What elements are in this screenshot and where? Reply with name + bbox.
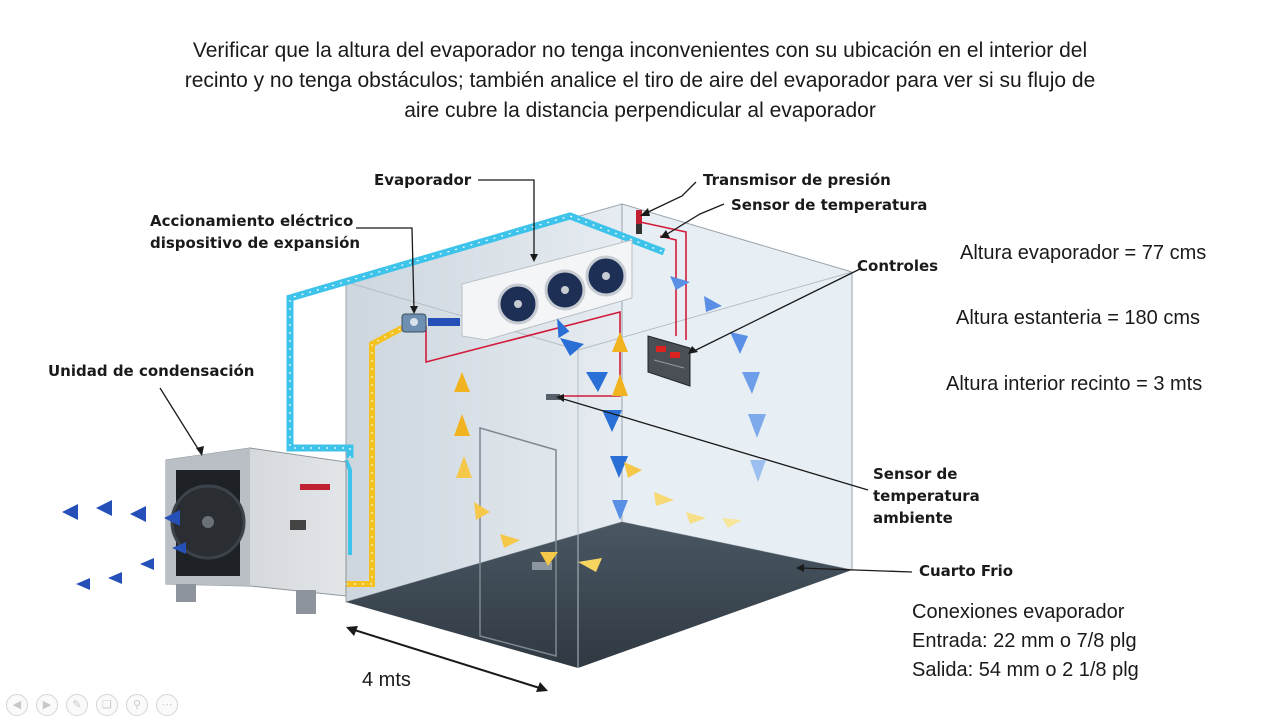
cold-air-arrow [557,318,570,339]
zoom-icon[interactable]: ⚲ [126,694,148,716]
exhaust-air-arrow [76,578,90,590]
note-altura-interior: Altura interior recinto = 3 mts [946,373,1203,395]
controller-box [647,335,691,387]
connections-entrada: Entrada: 22 mm o 7/8 plg [912,630,1137,652]
label-accionamiento-1: Accionamiento eléctrico [150,212,353,230]
note-altura-estanteria: Altura estanteria = 180 cms [956,307,1201,329]
connections-title: Conexiones evaporador [912,601,1125,623]
evaporator-unit [461,239,633,341]
door-handle [532,562,552,570]
warm-air-arrow [454,414,470,436]
expansion-valve [401,313,460,333]
exhaust-air-arrow [164,510,180,526]
label-sensor-ambiente-1: Sensor de [873,465,957,483]
warm-air-arrow [654,492,674,506]
cold-air-arrow [670,276,690,290]
copy-icon[interactable]: ❏ [96,694,118,716]
warm-air-arrow [454,372,470,392]
warm-air-arrow [686,512,706,524]
leader-lines [159,179,913,573]
warm-air-arrow [722,518,742,528]
label-sensor-ambiente-3: ambiente [873,509,953,527]
warm-air-arrow [540,552,558,566]
connections-salida: Salida: 54 mm o 2 1/8 plg [912,659,1139,681]
title-line: Verificar que la altura del evaporador n… [192,39,1088,62]
cold-air-arrow [612,500,628,520]
cold-air-arrow [610,456,628,478]
cold-air-arrow [748,414,766,438]
exhaust-air-arrow [96,500,112,516]
room-back-wall [621,203,853,571]
label-width: 4 mts [362,669,411,691]
refrigerant-pipes [286,212,666,587]
label-controles: Controles [857,257,938,275]
exhaust-air-arrow [140,558,154,570]
condensing-unit [165,447,347,614]
previous-icon[interactable]: ◀ [6,694,28,716]
warm-air-arrow [456,456,472,478]
slide-title: Verificar que la altura del evaporador n… [130,36,1150,126]
exhaust-air-arrow [62,504,78,520]
exhaust-air-arrow [130,506,146,522]
exhaust-air-arrow [108,572,122,584]
width-dimension [346,626,548,692]
title-line: recinto y no tenga obstáculos; también a… [184,69,1096,92]
room-floor [346,522,852,668]
warm-air-arrow [500,534,520,548]
next-icon[interactable]: ▶ [36,694,58,716]
cold-air-arrow [560,338,584,356]
slideshow-toolbar: ◀ ▶ ✎ ❏ ⚲ ⋯ [6,694,178,716]
room-door [479,427,557,657]
label-sensor-ambiente-2: temperatura [873,487,980,505]
cold-air-arrow [586,372,608,392]
warm-air-arrow [612,374,628,396]
label-cuarto-frio: Cuarto Frio [919,562,1013,580]
cold-air-arrow [742,372,760,394]
evaporator-connections: Conexiones evaporador Entrada: 22 mm o 7… [912,598,1139,685]
blue-pipe-to-unit [344,459,352,555]
label-unidad-condensacion: Unidad de condensación [48,362,254,380]
ambient-sensor [546,394,560,400]
note-altura-evaporador: Altura evaporador = 77 cms [960,242,1207,264]
exhaust-air-arrow [172,542,186,554]
label-accionamiento-2: dispositivo de expansión [150,234,360,252]
more-icon[interactable]: ⋯ [156,694,178,716]
title-line: aire cubre la distancia perpendicular al… [404,99,876,122]
warm-air-arrow [624,462,642,478]
cold-air-arrow [730,332,748,354]
warm-air-arrow [474,502,490,520]
pressure-transmitter [636,210,642,234]
warm-air-arrow [612,332,628,352]
label-sensor-temperatura: Sensor de temperatura [731,196,927,214]
air-flow-arrows [62,276,766,590]
arrowheads [196,208,804,572]
cold-air-arrow [750,460,766,482]
label-transmisor-presion: Transmisor de presión [703,171,891,189]
warm-air-arrow [578,558,602,572]
label-evaporador: Evaporador [374,171,472,189]
cold-air-arrow [704,296,722,312]
pen-icon[interactable]: ✎ [66,694,88,716]
